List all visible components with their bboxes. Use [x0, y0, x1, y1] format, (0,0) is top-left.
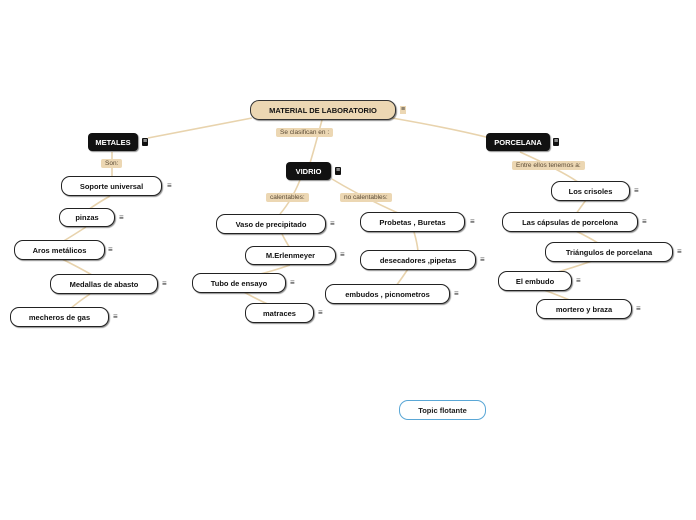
topic-soporte-universal[interactable]: Soporte universal	[61, 176, 162, 196]
topic-embudos-picnometros[interactable]: embudos , picnometros	[325, 284, 450, 304]
root-note-icon[interactable]: ≡	[400, 106, 407, 114]
note-icon[interactable]: ≡	[454, 289, 459, 298]
metales-note-icon[interactable]: ≡	[142, 138, 149, 146]
note-icon[interactable]: ≡	[642, 217, 647, 226]
topic-tubo-de-ensayo[interactable]: Tubo de ensayo	[192, 273, 286, 293]
topic-capsulas-de-porcelona[interactable]: Las cápsulas de porcelona	[502, 212, 638, 232]
topic-el-embudo[interactable]: El embudo	[498, 271, 572, 291]
topic-aros-metalicos[interactable]: Aros metálicos	[14, 240, 105, 260]
note-icon[interactable]: ≡	[340, 250, 345, 259]
connector-root-porcelana	[391, 117, 491, 139]
note-icon[interactable]: ≡	[480, 255, 485, 264]
connector-root-metales	[147, 117, 253, 139]
note-icon[interactable]: ≡	[576, 276, 581, 285]
label-no-calentables: no calentables:	[340, 193, 392, 202]
label-calentables: calentables:	[266, 193, 309, 202]
note-icon[interactable]: ≡	[108, 245, 113, 254]
topic-porcelana[interactable]: PORCELANA	[486, 133, 550, 151]
root-topic[interactable]: MATERIAL DE LABORATORIO	[250, 100, 396, 120]
topic-m-erlenmeyer[interactable]: M.Erlenmeyer	[245, 246, 336, 265]
note-icon[interactable]: ≡	[167, 181, 172, 190]
topic-metales[interactable]: METALES	[88, 133, 138, 151]
note-icon[interactable]: ≡	[330, 219, 335, 228]
label-entre-ellos: Entre ellos tenemos a:	[512, 161, 585, 170]
note-icon[interactable]: ≡	[119, 213, 124, 222]
note-icon[interactable]: ≡	[113, 312, 118, 321]
topic-mortero-y-braza[interactable]: mortero y braza	[536, 299, 632, 319]
porcelana-note-icon[interactable]: ≡	[553, 138, 560, 146]
note-icon[interactable]: ≡	[470, 217, 475, 226]
note-icon[interactable]: ≡	[634, 186, 639, 195]
topic-medallas-de-abasto[interactable]: Medallas de abasto	[50, 274, 158, 294]
topic-vaso-de-precipitado[interactable]: Vaso de precipitado	[216, 214, 326, 234]
topic-pinzas[interactable]: pinzas	[59, 208, 115, 227]
topic-los-crisoles[interactable]: Los crisoles	[551, 181, 630, 201]
connector-nocal-1	[413, 231, 419, 252]
label-se-clasifican: Se clasifican en :	[276, 128, 334, 137]
connector-root-vidrio	[309, 119, 323, 164]
topic-desecadores-pipetas[interactable]: desecadores ,pipetas	[360, 250, 476, 270]
topic-mecheros-de-gas[interactable]: mecheros de gas	[10, 307, 109, 327]
topic-triangulos-de-porcelana[interactable]: Triángulos de porcelana	[545, 242, 673, 262]
topic-probetas-buretas[interactable]: Probetas , Buretas	[360, 212, 465, 232]
note-icon[interactable]: ≡	[290, 278, 295, 287]
floating-topic[interactable]: Topic flotante	[399, 400, 486, 420]
note-icon[interactable]: ≡	[162, 279, 167, 288]
vidrio-note-icon[interactable]: ≡	[335, 167, 342, 175]
topic-vidrio[interactable]: VIDRIO	[286, 162, 331, 180]
label-son: Son:	[101, 159, 123, 168]
note-icon[interactable]: ≡	[318, 308, 323, 317]
note-icon[interactable]: ≡	[677, 247, 682, 256]
topic-matraces[interactable]: matraces	[245, 303, 314, 323]
note-icon[interactable]: ≡	[636, 304, 641, 313]
connector-metales-4	[61, 258, 93, 276]
